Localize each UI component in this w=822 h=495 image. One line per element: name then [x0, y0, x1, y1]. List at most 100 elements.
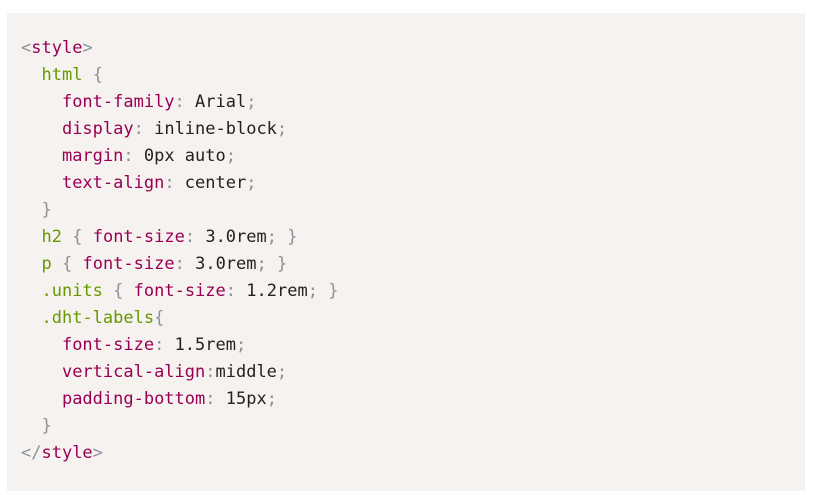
- code-line: text-align: center;: [21, 170, 791, 197]
- code-line: vertical-align:middle;: [21, 359, 791, 386]
- code-token-punct: }: [41, 200, 52, 220]
- code-line: h2 { font-size: 3.0rem; }: [21, 224, 791, 251]
- code-token-selector: .dht-labels: [41, 308, 155, 328]
- code-line: .dht-labels{: [21, 305, 791, 332]
- css-code-block: <style> html { font-family: Arial; displ…: [7, 13, 805, 491]
- code-token-property: font-size: [61, 335, 155, 355]
- code-line: html {: [21, 62, 791, 89]
- code-token-punct: ;: [246, 92, 257, 112]
- code-token-property: margin: [61, 146, 124, 166]
- code-token-punct: ;: [266, 389, 277, 409]
- code-token-plain: [82, 227, 92, 247]
- code-line: <style>: [21, 35, 791, 62]
- code-token-plain: [21, 119, 62, 139]
- code-token-plain: [21, 416, 41, 436]
- code-token-property: font-size: [82, 254, 175, 274]
- code-token-property: font-size: [92, 227, 185, 247]
- code-line: .units { font-size: 1.2rem; }: [21, 278, 791, 305]
- code-token-selector: .units: [41, 281, 103, 301]
- code-token-plain: [267, 254, 277, 274]
- code-token-selector: html: [41, 65, 83, 85]
- code-token-punct: }: [328, 281, 339, 301]
- code-line: }: [21, 197, 791, 224]
- code-token-property: vertical-align: [61, 362, 206, 382]
- code-line: padding-bottom: 15px;: [21, 386, 791, 413]
- code-line: display: inline-block;: [21, 116, 791, 143]
- code-token-plain: [52, 254, 62, 274]
- code-token-punct: {: [72, 227, 83, 247]
- code-token-property: padding-bottom: [61, 389, 206, 409]
- code-token-property: text-align: [61, 173, 165, 193]
- code-token-tag: style: [31, 38, 83, 58]
- code-token-plain: [21, 92, 62, 112]
- code-token-punct: ;: [225, 146, 236, 166]
- code-token-punct: ;: [235, 335, 247, 355]
- code-line: }: [21, 413, 791, 440]
- code-token-plain: [62, 227, 72, 247]
- code-token-plain: 15px: [215, 389, 267, 409]
- code-token-plain: Arial: [184, 92, 247, 112]
- code-token-punct: :: [174, 92, 185, 112]
- code-token-plain: 3.0rem: [195, 227, 267, 247]
- code-token-plain: [21, 173, 62, 193]
- code-token-plain: [21, 308, 41, 328]
- code-token-plain: [21, 335, 62, 355]
- code-token-plain: [72, 254, 82, 274]
- code-token-punct: ;: [256, 254, 267, 274]
- code-token-plain: 1.5rem: [164, 335, 236, 355]
- code-line: p { font-size: 3.0rem; }: [21, 251, 791, 278]
- code-token-plain: [82, 65, 92, 85]
- code-token-punct: :: [174, 254, 185, 274]
- code-token-property: display: [61, 119, 134, 139]
- code-token-punct: }: [277, 254, 288, 274]
- code-token-plain: [21, 281, 41, 301]
- code-token-punct: >: [92, 443, 103, 463]
- code-token-plain: [21, 389, 62, 409]
- code-token-punct: :: [205, 389, 216, 409]
- code-line: font-family: Arial;: [21, 89, 791, 116]
- code-token-plain: [21, 227, 41, 247]
- code-token-punct: {: [61, 254, 73, 274]
- code-token-plain: 0px auto: [133, 146, 226, 166]
- code-token-plain: center: [174, 173, 247, 193]
- code-token-punct: {: [154, 308, 165, 328]
- code-token-plain: [21, 362, 62, 382]
- code-token-property: font-size: [133, 281, 226, 301]
- code-token-plain: [277, 227, 287, 247]
- code-token-punct: <: [21, 38, 32, 58]
- code-token-punct: :: [154, 335, 165, 355]
- code-token-punct: ;: [307, 281, 318, 301]
- code-token-plain: [123, 281, 133, 301]
- code-token-punct: ;: [276, 119, 288, 139]
- code-token-plain: [21, 200, 41, 220]
- code-line: font-size: 1.5rem;: [21, 332, 791, 359]
- code-token-plain: [21, 254, 41, 274]
- code-token-punct: ;: [246, 173, 257, 193]
- code-token-plain: [21, 65, 41, 85]
- code-token-punct: :: [164, 173, 175, 193]
- code-token-plain: 3.0rem: [184, 254, 257, 274]
- code-token-punct: }: [287, 227, 298, 247]
- code-token-punct: ;: [276, 362, 288, 382]
- code-token-selector: p: [41, 254, 52, 274]
- code-token-punct: :: [133, 119, 144, 139]
- code-token-punct: :: [205, 362, 216, 382]
- code-token-plain: [318, 281, 328, 301]
- code-token-punct: :: [123, 146, 134, 166]
- code-token-punct: ;: [266, 227, 277, 247]
- code-token-punct: >: [82, 38, 93, 58]
- code-token-punct: {: [113, 281, 124, 301]
- code-line: margin: 0px auto;: [21, 143, 791, 170]
- code-line: </style>: [21, 440, 791, 467]
- code-token-tag: style: [41, 443, 93, 463]
- code-token-punct: :: [225, 281, 237, 301]
- code-token-punct: </: [21, 443, 42, 463]
- code-token-punct: }: [41, 416, 52, 436]
- code-token-plain: 1.2rem: [236, 281, 308, 301]
- code-token-selector: h2: [41, 227, 62, 247]
- code-token-plain: middle: [215, 362, 277, 382]
- code-token-punct: {: [92, 65, 103, 85]
- code-token-plain: inline-block: [143, 119, 277, 139]
- code-token-plain: [103, 281, 113, 301]
- code-token-punct: :: [184, 227, 196, 247]
